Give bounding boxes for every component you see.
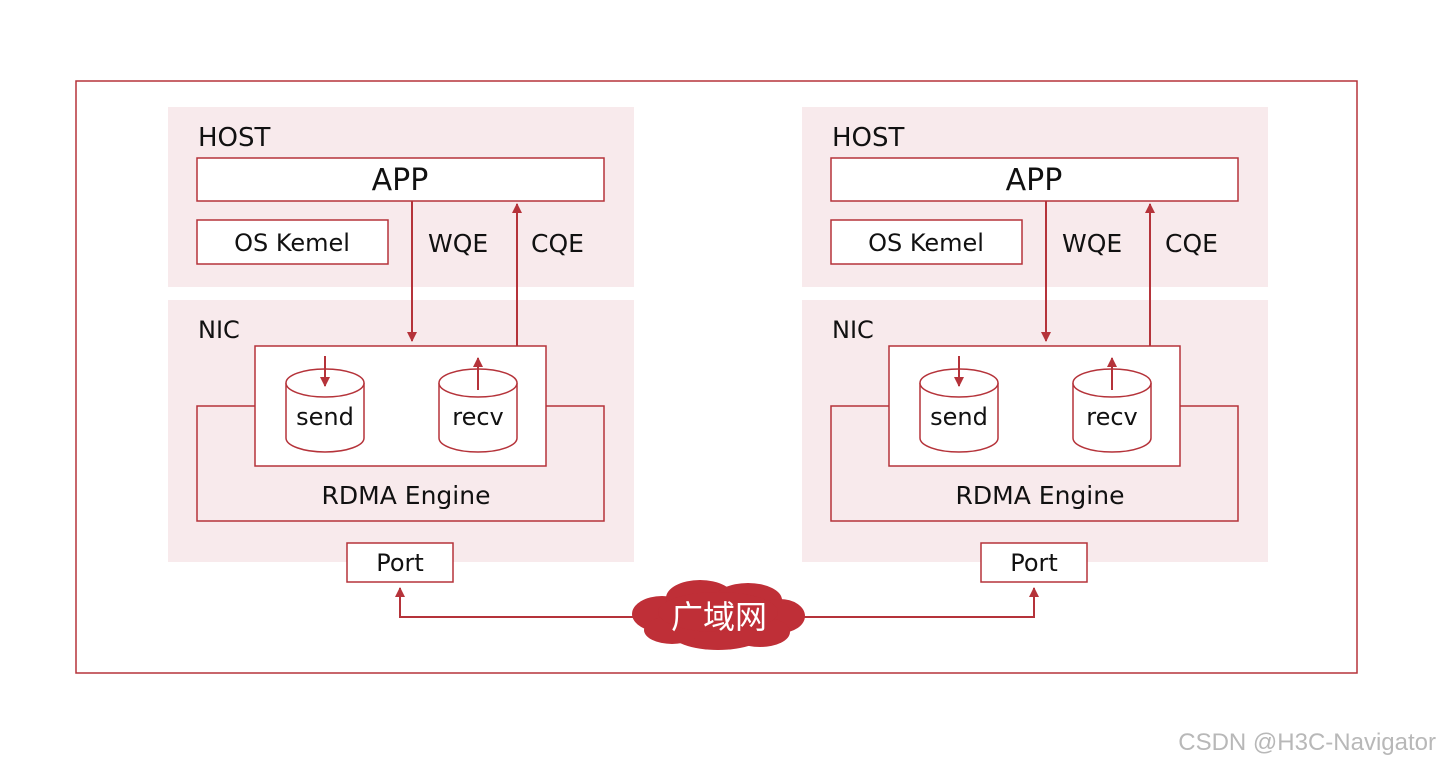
send-label: send	[930, 403, 988, 431]
right-node: HOST APP OS Kemel WQE CQE NIC RDMA Engin…	[802, 107, 1268, 583]
recv-label: recv	[452, 403, 504, 431]
host-label: HOST	[832, 123, 905, 153]
send-label: send	[296, 403, 354, 431]
right-network-link	[800, 587, 1039, 618]
rdma-engine-label: RDMA Engine	[322, 481, 491, 510]
nic-label: NIC	[832, 316, 874, 344]
watermark: CSDN @H3C-Navigator	[1178, 729, 1436, 756]
outer-frame	[75, 80, 1358, 674]
rdma-engine-label: RDMA Engine	[956, 481, 1125, 510]
os-kernel-label: OS Kemel	[234, 229, 350, 257]
recv-label: recv	[1086, 403, 1138, 431]
port-box	[346, 542, 454, 583]
rdma-engine-outline	[830, 405, 1239, 522]
cqe-label: CQE	[531, 229, 584, 258]
app-box	[196, 157, 605, 202]
port-label: Port	[376, 549, 424, 577]
os-kernel-box	[196, 219, 389, 265]
os-kernel-box	[830, 219, 1023, 265]
recv-queue-cylinder	[1072, 357, 1152, 453]
wqe-label: WQE	[428, 229, 488, 258]
send-queue-cylinder	[285, 356, 365, 453]
wqe-label: WQE	[1062, 229, 1122, 258]
app-box	[830, 157, 1239, 202]
host-label: HOST	[198, 123, 271, 153]
wan-label: 广域网	[671, 598, 767, 636]
port-label: Port	[1010, 549, 1058, 577]
recv-queue-cylinder	[438, 357, 518, 453]
app-label: APP	[372, 163, 429, 198]
left-node: HOST APP OS Kemel WQE CQE NIC RDMA Engin…	[168, 107, 634, 583]
nic-label: NIC	[198, 316, 240, 344]
os-kernel-label: OS Kemel	[868, 229, 984, 257]
send-queue-cylinder	[919, 356, 999, 453]
rdma-engine-outline	[196, 405, 605, 522]
wan-cloud-icon	[632, 580, 805, 650]
cqe-label: CQE	[1165, 229, 1218, 258]
port-box	[980, 542, 1088, 583]
app-label: APP	[1006, 163, 1063, 198]
left-network-link	[395, 587, 640, 618]
